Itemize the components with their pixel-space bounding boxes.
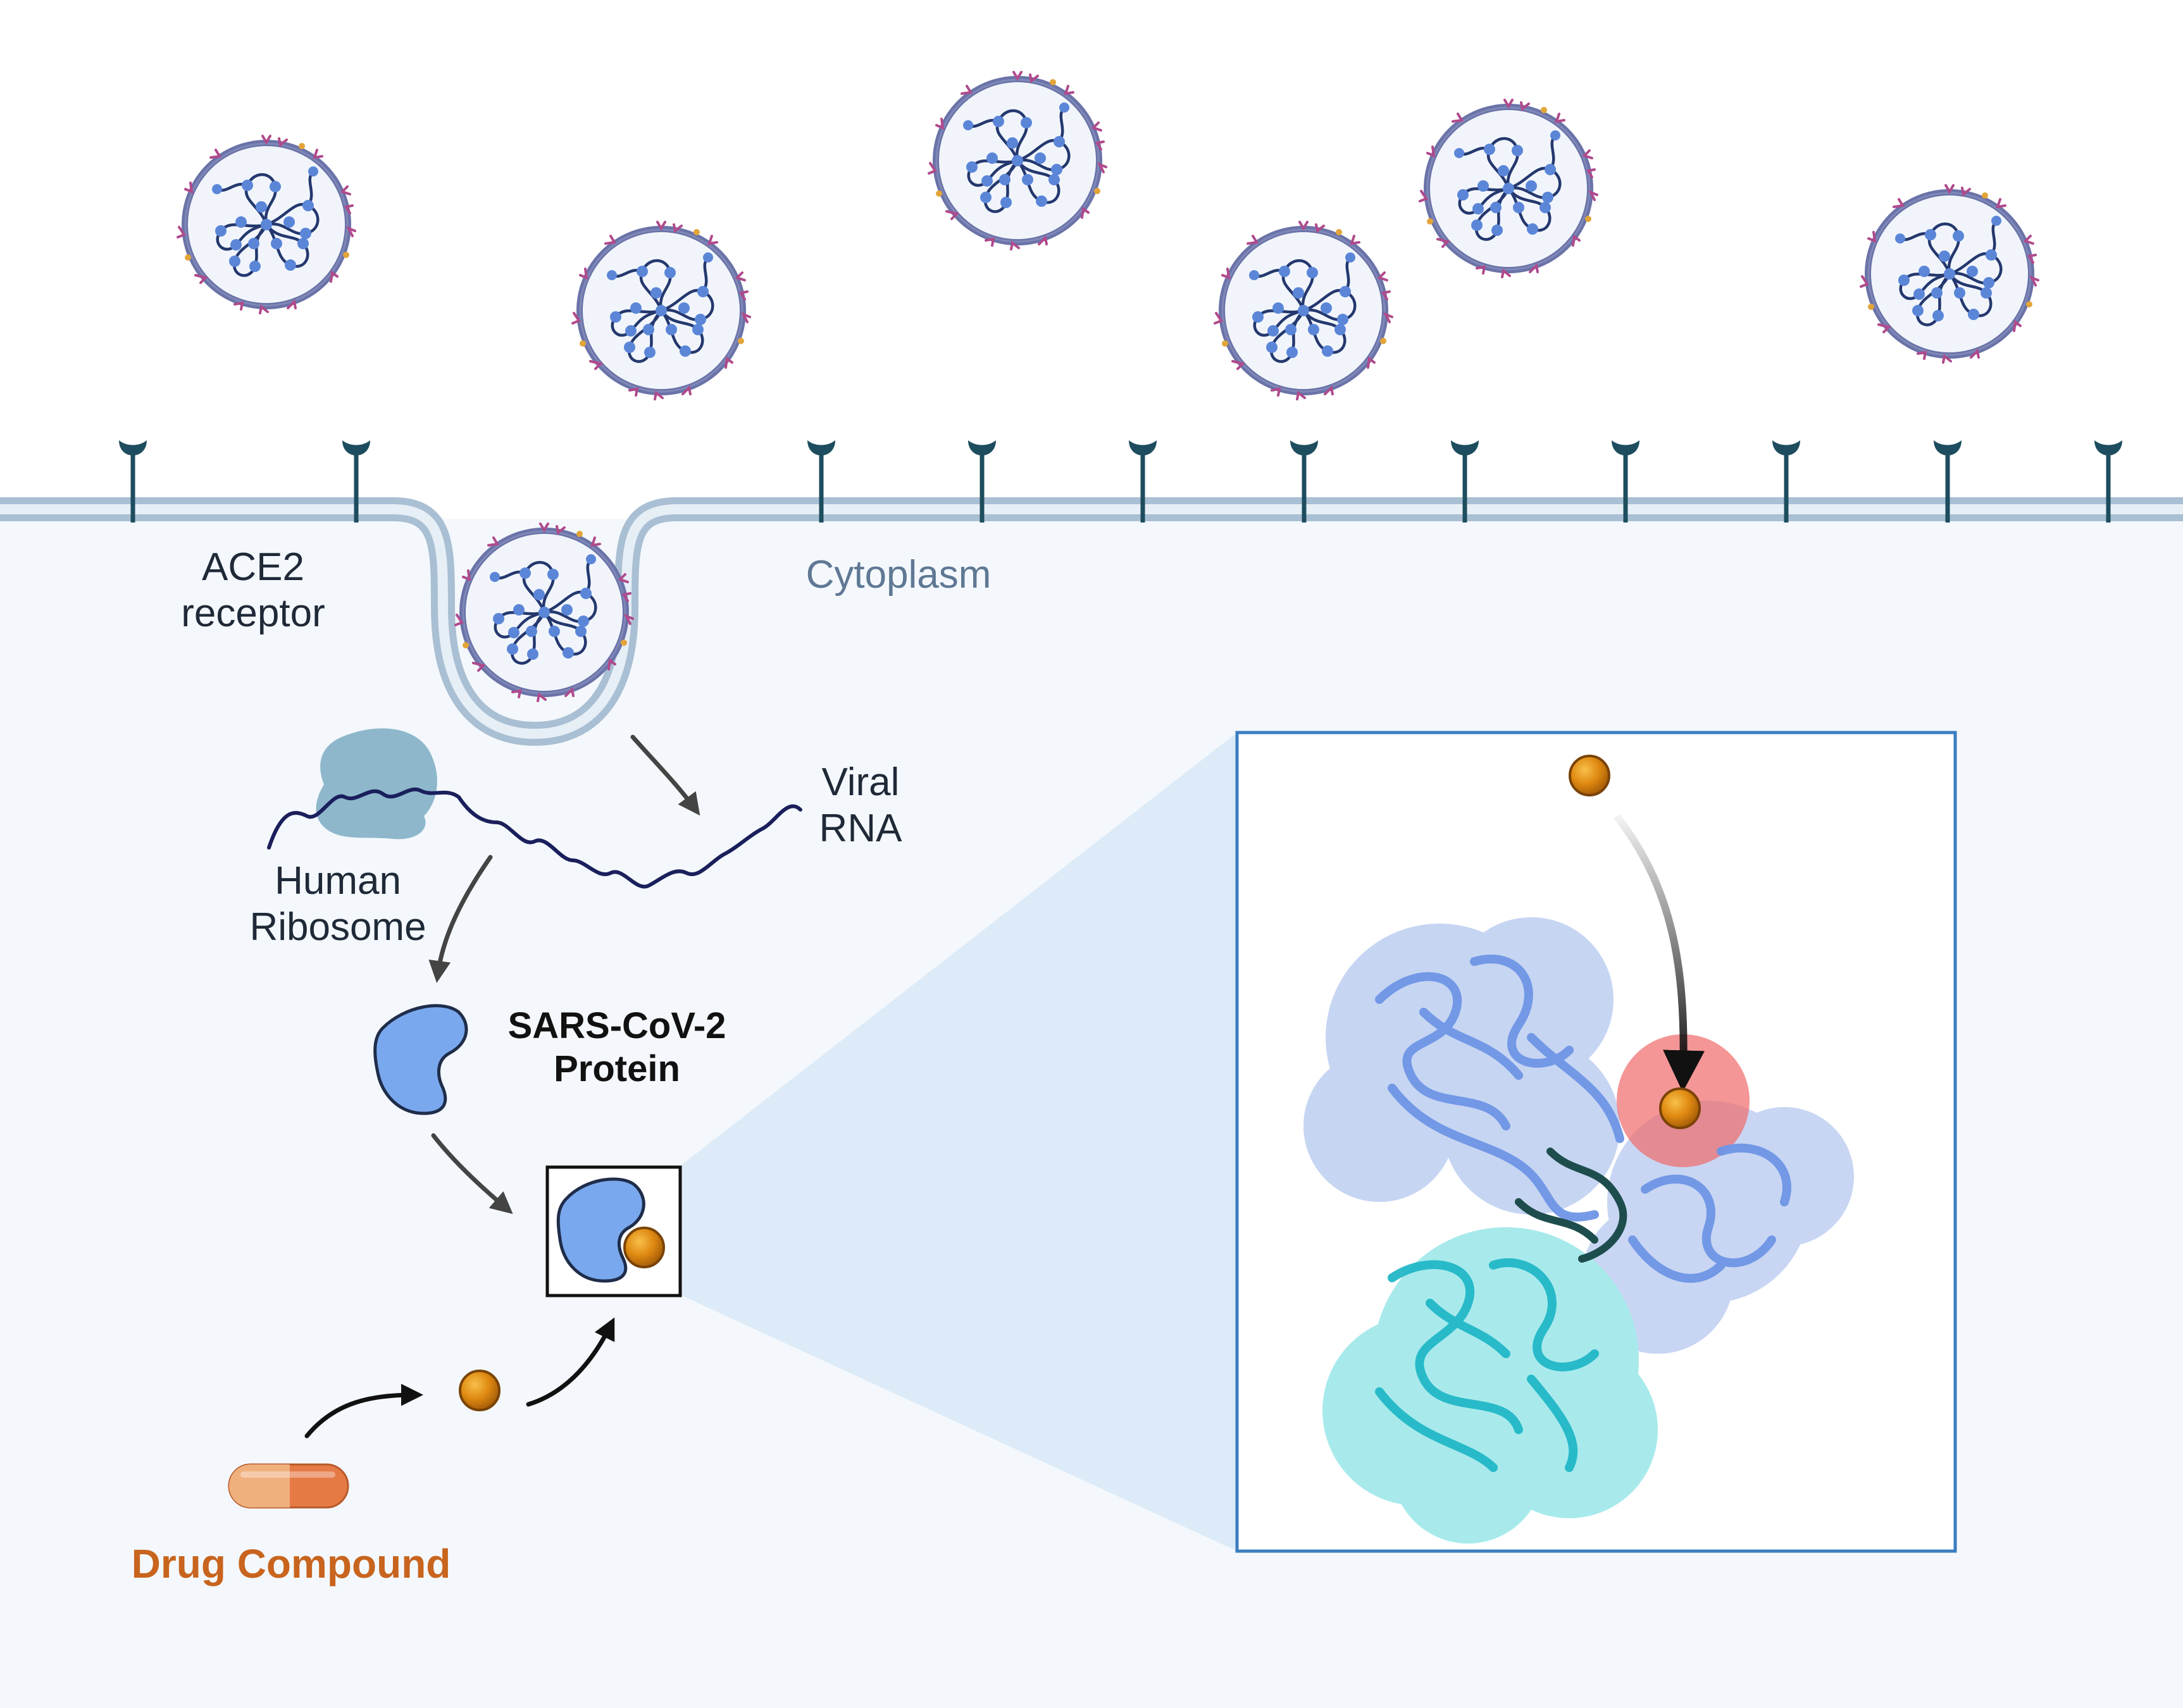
ace2-receptor-label: ACE2 receptor: [181, 545, 325, 636]
protein-ribbons-dark: [1515, 1148, 1627, 1263]
incoming-drug-molecule: [1569, 755, 1610, 796]
cell-membrane: [0, 497, 2183, 746]
virus-particles: [178, 72, 2038, 399]
protein-ribbons-cyan: [1375, 1258, 1599, 1472]
protein-label: SARS-CoV-2 Protein: [507, 1005, 726, 1090]
drug-compound-label: Drug Compound: [131, 1541, 451, 1587]
viral-rna-label: Viral RNA: [819, 760, 902, 851]
zoom-projection: [680, 733, 1237, 1551]
cytoplasm-label: Cytoplasm: [805, 553, 992, 597]
viral-protein-icon: [373, 1004, 468, 1115]
binding-arrow: [1614, 814, 1705, 1092]
ribosome-icon: [316, 728, 437, 839]
zoom-panel: [1235, 731, 1957, 1553]
process-arrows: [304, 734, 700, 1439]
pill-icon: [228, 1463, 349, 1509]
viral-rna-strand: [267, 788, 802, 889]
bound-drug-molecule: [1659, 1087, 1701, 1129]
ribosome-label: Human Ribosome: [249, 859, 426, 950]
protein-ribbons-blue: [1375, 955, 1791, 1283]
protein-drug-complex: [545, 1165, 682, 1297]
drug-molecule: [459, 1370, 501, 1411]
